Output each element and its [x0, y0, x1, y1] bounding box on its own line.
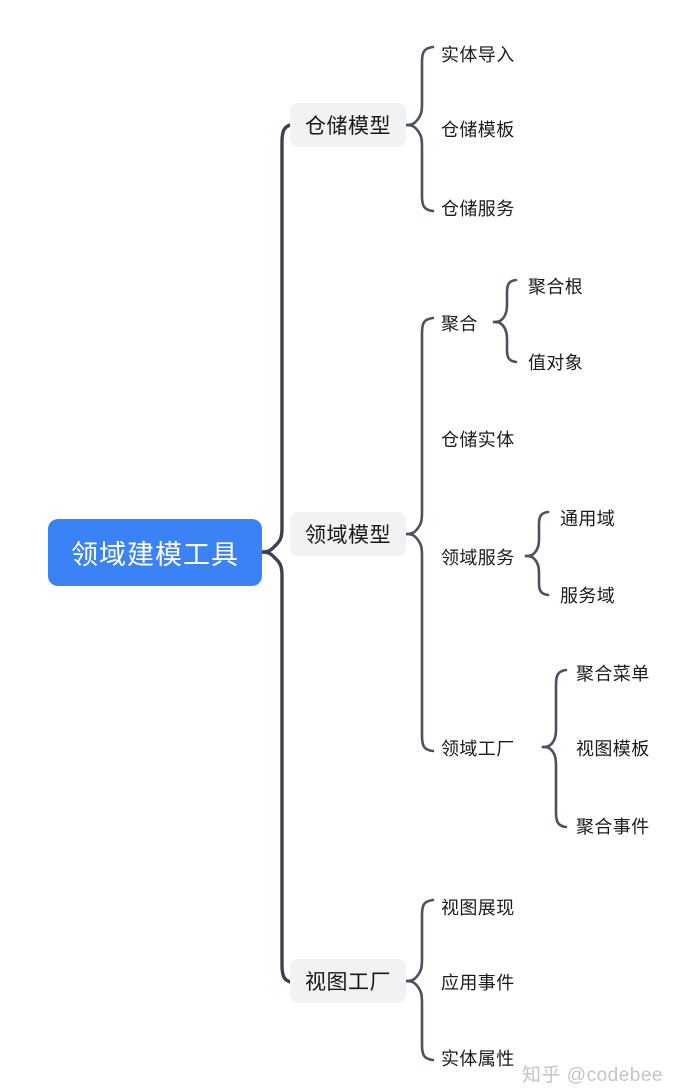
- brace-cangchu-moxing: [404, 45, 435, 127]
- brace-lingyu-moxing: [404, 316, 435, 536]
- brace-lingyu-fuwu-lower: [524, 554, 550, 597]
- brace-lingyu-moxing-lower: [404, 532, 435, 753]
- leaf-node-shiti-daoru[interactable]: 实体导入: [441, 45, 515, 65]
- leaf-node-cangchu-fuwu[interactable]: 仓储服务: [441, 199, 515, 219]
- branch-node-lingyu-moxing[interactable]: 领域模型: [290, 512, 406, 556]
- brace-root: [260, 122, 298, 554]
- brace-juhe: [492, 278, 518, 324]
- leaf-node-cangchu-shiti[interactable]: 仓储实体: [441, 430, 515, 450]
- leaf-node-shiti-shuxing[interactable]: 实体属性: [441, 1049, 515, 1069]
- branch-node-shitu-gongchang[interactable]: 视图工厂: [290, 959, 406, 1003]
- sub-node-juhe[interactable]: 聚合: [441, 314, 478, 334]
- sub-node-lingyu-fuwu[interactable]: 领域服务: [441, 548, 515, 568]
- brace-shitu-gongchang: [404, 898, 435, 983]
- brace-lingyu-fuwu: [524, 510, 550, 558]
- leaf-node-yingyong-shijian[interactable]: 应用事件: [441, 973, 515, 993]
- leaf-node-zhi-duixiang[interactable]: 值对象: [528, 353, 584, 373]
- brace-root-lower: [260, 550, 298, 985]
- leaf-node-tongyong-yu[interactable]: 通用域: [560, 509, 616, 529]
- watermark: 知乎 @codebee: [522, 1065, 663, 1086]
- leaf-node-juhe-caidan[interactable]: 聚合菜单: [576, 664, 650, 684]
- leaf-node-fuwu-yu[interactable]: 服务域: [560, 586, 616, 606]
- root-node[interactable]: 领域建模工具: [48, 519, 262, 586]
- leaf-node-shitu-zhanxian[interactable]: 视图展现: [441, 898, 515, 918]
- brace-cangchu-moxing-lower: [404, 123, 435, 213]
- brace-juhe-lower: [492, 320, 518, 364]
- leaf-node-juhe-gen[interactable]: 聚合根: [528, 277, 584, 297]
- sub-node-lingyu-gongchang[interactable]: 领域工厂: [441, 739, 515, 759]
- brace-lingyu-gongchang-lower: [541, 745, 568, 829]
- leaf-node-shitu-muban[interactable]: 视图模板: [576, 739, 650, 759]
- brace-lingyu-gongchang: [541, 668, 568, 749]
- branch-node-cangchu-moxing[interactable]: 仓储模型: [290, 103, 406, 147]
- leaf-node-cangchu-muban[interactable]: 仓储模板: [441, 120, 515, 140]
- brace-shitu-gongchang-lower: [404, 979, 435, 1062]
- leaf-node-juhe-shijian[interactable]: 聚合事件: [576, 817, 650, 837]
